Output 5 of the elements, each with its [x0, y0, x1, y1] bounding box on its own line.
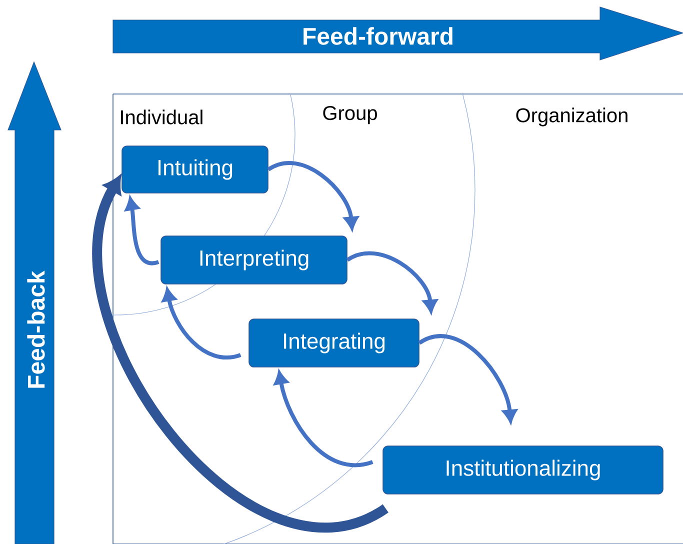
region-label: Organization — [516, 108, 628, 126]
stage-box: Institutionalizing — [382, 446, 664, 494]
region-label: Group — [323, 106, 377, 124]
curved-arrow — [418, 334, 517, 423]
region-label: Individual — [121, 110, 202, 124]
